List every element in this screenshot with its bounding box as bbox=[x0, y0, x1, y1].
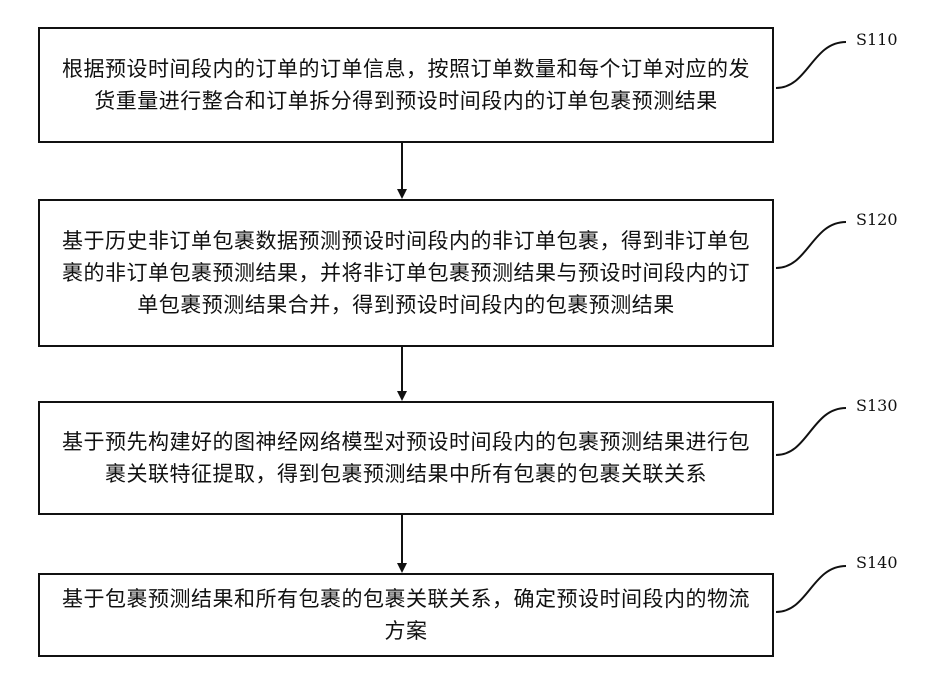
step-text-s120: 基于历史非订单包裹数据预测预设时间段内的非订单包裹，得到非订单包裹的非订单包裹预… bbox=[56, 225, 756, 321]
step-box-s120: 基于历史非订单包裹数据预测预设时间段内的非订单包裹，得到非订单包裹的非订单包裹预… bbox=[38, 199, 774, 347]
step-box-s110: 根据预设时间段内的订单的订单信息，按照订单数量和每个订单对应的发货重量进行整合和… bbox=[38, 27, 774, 143]
step-label-s120: S120 bbox=[856, 210, 898, 229]
step-text-s110: 根据预设时间段内的订单的订单信息，按照订单数量和每个订单对应的发货重量进行整合和… bbox=[56, 53, 756, 117]
step-box-s140: 基于包裹预测结果和所有包裹的包裹关联关系，确定预设时间段内的物流方案 bbox=[38, 573, 774, 657]
step-label-s140: S140 bbox=[856, 553, 898, 572]
step-box-s130: 基于预先构建好的图神经网络模型对预设时间段内的包裹预测结果进行包裹关联特征提取，… bbox=[38, 401, 774, 515]
leader-line-s110 bbox=[776, 42, 846, 88]
step-text-s140: 基于包裹预测结果和所有包裹的包裹关联关系，确定预设时间段内的物流方案 bbox=[56, 583, 756, 647]
leader-line-s130 bbox=[776, 408, 846, 455]
step-text-s130: 基于预先构建好的图神经网络模型对预设时间段内的包裹预测结果进行包裹关联特征提取，… bbox=[56, 426, 756, 490]
step-label-s110: S110 bbox=[856, 30, 898, 49]
leader-line-s120 bbox=[776, 222, 846, 268]
step-label-s130: S130 bbox=[856, 396, 898, 415]
leader-line-s140 bbox=[776, 566, 846, 612]
